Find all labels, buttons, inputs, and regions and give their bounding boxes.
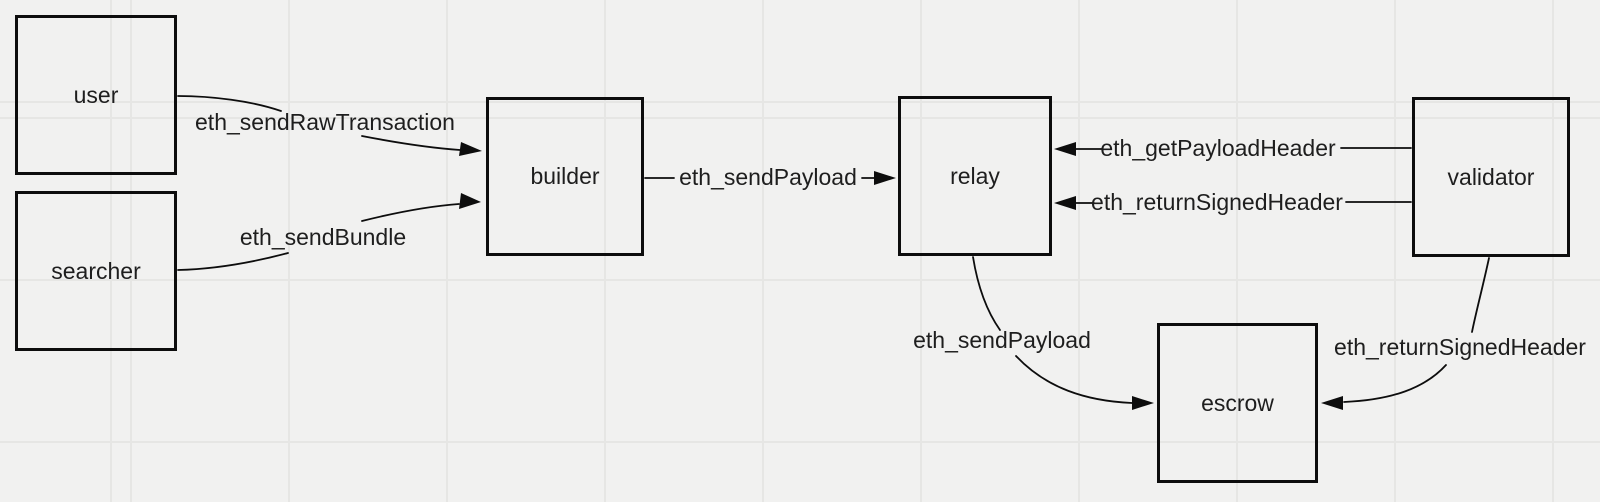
edge-label-eth-returnsignedheader-validator-relay: eth_returnSignedHeader [1091,189,1343,216]
arrowhead [1054,142,1076,156]
node-user-label: user [73,81,119,108]
node-user: user [15,15,177,175]
edge-user-to-builder [177,95,482,156]
node-validator-label: validator [1447,163,1535,190]
node-searcher-label: searcher [51,257,141,284]
node-builder-label: builder [530,163,600,189]
edge-relay-to-escrow [972,256,1154,410]
node-searcher: searcher [15,191,177,351]
node-builder: builder [486,97,644,256]
node-escrow-label: escrow [1201,389,1274,416]
arrowhead [459,193,481,209]
edge-label-eth-sendrawtransaction: eth_sendRawTransaction [195,109,455,136]
arrowhead [874,171,896,185]
edge-label-eth-sendpayload-relay-escrow: eth_sendPayload [913,327,1091,354]
edge-label-eth-sendpayload-builder-relay: eth_sendPayload [679,164,857,191]
arrowhead [459,142,482,156]
edge-builder-to-relay [644,171,896,185]
node-relay: relay [898,96,1052,256]
node-validator: validator [1412,97,1570,257]
edge-label-eth-getpayloadheader: eth_getPayloadHeader [1100,135,1336,162]
edge-validator-to-relay-get [1054,142,1412,156]
edge-validator-to-relay-sign [1054,196,1412,210]
edge-label-eth-sendbundle: eth_sendBundle [239,224,407,251]
edge-searcher-to-builder [177,193,481,271]
node-relay-label: relay [950,162,1000,189]
edge-label-eth-returnsignedheader-validator-escrow: eth_returnSignedHeader [1334,334,1586,361]
arrowhead [1054,196,1076,210]
arrowhead [1132,396,1154,410]
node-escrow: escrow [1157,323,1318,483]
edge-validator-to-escrow [1321,257,1490,410]
arrowhead [1321,396,1343,410]
